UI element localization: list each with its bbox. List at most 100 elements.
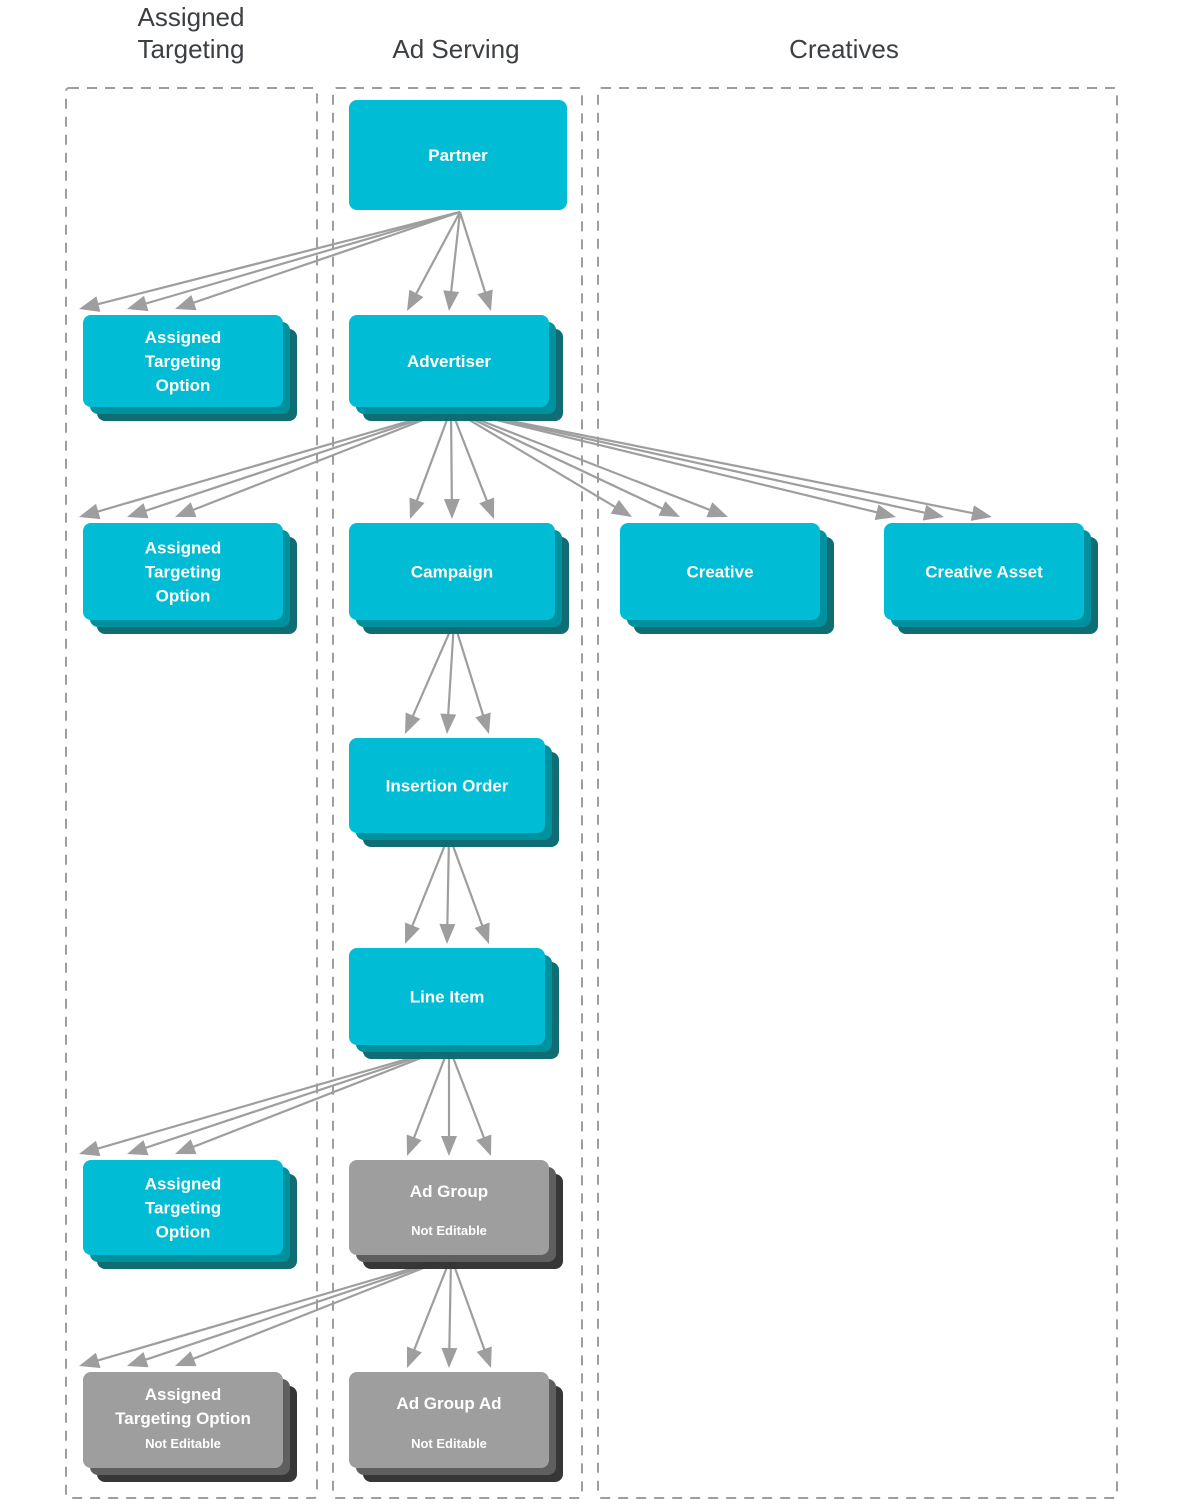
column-frames [65,87,1118,1499]
edge-line-item-to-ato-line-item-0-head [79,1140,101,1157]
edge-layer [79,210,992,1369]
edge-advertiser-to-campaign-2-head [479,497,495,519]
edge-insertion-order-to-line-item-2-line [447,834,485,929]
edge-campaign-to-insertion-order-2-head [475,712,491,734]
node-label-ad-group-ad: Ad Group Ad [396,1394,501,1413]
edge-advertiser-to-ato-advertiser-2-head [175,502,197,518]
node-label-creative-asset: Creative Asset [925,563,1043,582]
edge-partner-to-advertiser-1-line [449,211,462,295]
edge-advertiser-to-creative-asset-1-head [922,504,944,521]
node-label-creative: Creative [686,563,753,582]
column-frame-creatives [597,87,1118,1499]
edge-campaign-to-insertion-order [405,621,491,734]
column-title-creatives: Creatives [789,34,899,64]
edge-partner-to-advertiser [407,211,493,311]
node-creative-asset: Creative Asset [884,523,1098,634]
edge-advertiser-to-creative-0-line [450,408,618,510]
node-creative: Creative [620,523,834,634]
node-label-ad-group: Ad Group [410,1182,488,1201]
edge-advertiser-to-ato-advertiser [79,407,452,520]
edge-ad-group-to-ad-group-ad-0-line [412,1256,453,1353]
edge-partner-to-ato-partner-1-line [143,210,461,306]
edge-ad-group-to-ad-group-ad-2-head [476,1346,492,1368]
edge-ad-group-to-ato-ad-group-1-head [127,1352,149,1368]
node-label-advertiser: Advertiser [407,352,491,371]
edge-partner-to-ato-partner-0-line [95,210,461,306]
edge-campaign-to-insertion-order-0-line [410,621,456,719]
edge-ad-group-to-ato-ad-group-2-head [175,1351,197,1367]
edge-advertiser-to-creative-asset-1-line [450,407,928,515]
edge-line-item-to-ad-group-0-head [406,1134,422,1156]
edge-campaign-to-insertion-order-1-head [440,713,457,734]
edge-ad-group-to-ato-ad-group-0-head [79,1352,101,1369]
node-sublabel-ad-group: Not Editable [411,1223,487,1238]
node-advertiser: Advertiser [349,315,563,421]
edge-partner-to-advertiser-0-line [414,211,461,297]
edge-advertiser-to-ato-advertiser-0-line [95,407,452,514]
edge-advertiser-to-campaign-1-head [443,498,460,519]
node-card-insertion-order [349,738,545,833]
edge-partner-to-ato-partner-1-head [127,295,149,312]
node-label-campaign: Campaign [411,563,493,582]
edge-campaign-to-insertion-order-2-line [452,621,485,719]
edge-ad-group-to-ato-ad-group [79,1255,452,1369]
node-line-item: Line Item [349,948,559,1059]
edge-partner-to-ato-partner-2-head [175,294,197,311]
node-card-campaign [349,523,555,620]
edge-advertiser-to-ato-advertiser-2-line [190,407,452,512]
edge-advertiser-to-creative-2-line [450,407,713,512]
edge-advertiser-to-creative-1-head [658,501,680,517]
edge-ad-group-to-ad-group-ad-1-head [441,1347,458,1368]
edge-campaign-to-insertion-order-0-head [405,712,421,734]
edge-advertiser-to-creative-1-line [450,408,666,511]
node-card-creative-asset [884,523,1084,620]
edge-line-item-to-ad-group [406,1046,492,1156]
edge-ad-group-to-ad-group-ad-1-line [448,1256,453,1352]
edge-advertiser-to-creative [450,407,728,518]
edge-advertiser-to-creative-asset [450,407,992,521]
edge-advertiser-to-creative-asset-2-head [970,505,992,521]
edge-advertiser-to-campaign-2-line [449,408,489,504]
node-card-ad-group-ad [349,1372,549,1468]
edge-advertiser-to-ato-advertiser-0-head [79,503,101,520]
node-card-creative [620,523,820,620]
node-card-ato-partner [83,315,283,407]
edge-line-item-to-ato-line-item-1-line [142,1045,450,1150]
edge-line-item-to-ad-group-2-line [447,1046,486,1141]
node-sublabel-ato-ad-group: Not Editable [145,1436,221,1451]
edge-advertiser-to-creative-2-head [706,502,728,518]
node-card-ato-ad-group [83,1372,283,1468]
node-card-ad-group [349,1160,549,1255]
edge-advertiser-to-ato-advertiser-1-head [127,503,149,519]
edge-line-item-to-ato-line-item-0-line [95,1045,450,1151]
edge-insertion-order-to-line-item [405,834,490,944]
edge-line-item-to-ato-line-item-1-head [127,1140,149,1156]
edge-insertion-order-to-line-item-2-head [474,922,490,944]
edge-advertiser-to-creative-asset-0-line [450,407,880,515]
edge-advertiser-to-campaign-1-line [449,408,453,503]
edge-partner-to-advertiser-1-head [443,290,460,311]
edge-advertiser-to-ato-advertiser-1-line [142,407,452,513]
node-card-ato-advertiser [83,523,283,620]
node-card-partner [349,100,567,210]
edge-ad-group-to-ato-ad-group-1-line [142,1255,452,1362]
node-card-ato-line-item [83,1160,283,1255]
edge-insertion-order-to-line-item-1-head [439,923,456,944]
edge-insertion-order-to-line-item-0-line [410,834,451,929]
edge-line-item-to-ad-group-2-head [476,1134,492,1156]
edge-ad-group-to-ad-group-ad [406,1256,492,1368]
edge-advertiser-to-creative-asset-0-head [874,504,896,521]
node-label-line-item: Line Item [410,988,485,1007]
node-label-partner: Partner [428,146,488,165]
node-campaign: Campaign [349,523,569,634]
